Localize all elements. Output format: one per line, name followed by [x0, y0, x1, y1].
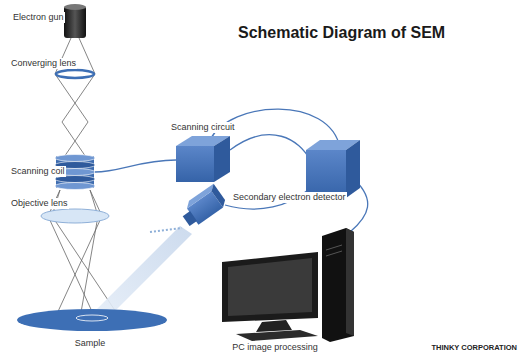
part-label: Scanning coil	[10, 166, 66, 177]
part-label: Scanning circuit	[170, 122, 236, 133]
electron-beam	[48, 38, 120, 318]
part-label: Sample	[74, 338, 107, 349]
part-label: Electron gun	[12, 12, 65, 23]
converging-lens	[56, 70, 94, 78]
dotted-path	[150, 228, 182, 232]
part-label: Secondary electron detector	[232, 192, 347, 203]
watermark: THINKY CORPORATION	[430, 342, 518, 353]
scanning-circuit-box	[176, 136, 230, 182]
pc	[222, 228, 354, 342]
secondary-electron-detector	[178, 184, 228, 230]
sample-piece	[76, 315, 108, 321]
part-label: Converging lens	[10, 58, 77, 69]
gun-top	[64, 4, 86, 10]
sample-stage	[17, 309, 167, 331]
wires	[95, 109, 368, 232]
control-unit-box	[306, 140, 360, 198]
objective-lens	[41, 209, 109, 223]
signal-ray	[88, 226, 192, 322]
electron-gun	[64, 6, 86, 38]
diagram-title: Schematic Diagram of SEM	[238, 24, 445, 42]
part-label: PC image processing	[231, 342, 319, 353]
part-label: Objective lens	[10, 198, 69, 209]
